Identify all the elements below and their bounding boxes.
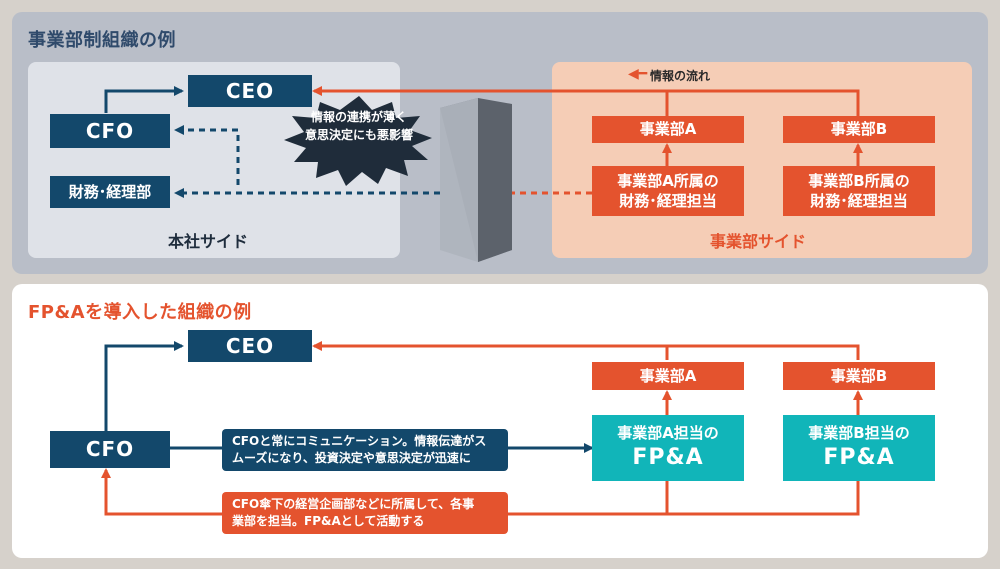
- fpa-b-title: FP&A: [823, 445, 895, 471]
- fpa-a-caption: 事業部A担当の: [617, 424, 719, 443]
- top-bu-a-finance-staff-box: 事業部A所属の 財務･経理担当: [592, 166, 744, 216]
- bottom-cfo-to-ceo-line: [104, 341, 184, 431]
- bottom-cfo-box: CFO: [50, 431, 170, 468]
- bottom-section-title: FP&Aを導入した組織の例: [28, 302, 252, 323]
- top-bu-b-finance-staff-box: 事業部B所属の 財務･経理担当: [783, 166, 935, 216]
- top-bu-to-ceo-line: [312, 86, 860, 116]
- bottom-bu-to-ceo-line: [312, 341, 860, 360]
- bottom-fpa-a-box: 事業部A担当の FP&A: [592, 415, 744, 481]
- top-cfo-to-ceo-line: [104, 86, 184, 113]
- top-finance-dept-box: 財務･経理部: [50, 176, 170, 208]
- bottom-bu-b-box: 事業部B: [783, 362, 935, 390]
- business-unit-side-label: 事業部サイド: [710, 232, 807, 251]
- flow-arrow-icon: ◀━: [628, 66, 648, 82]
- communication-gap-text: 情報の連携が薄く 意思決定にも悪影響: [304, 110, 413, 142]
- cfo-communication-note: CFOと常にコミュニケーション。情報伝達がス ムーズになり、投資決定や意思決定が…: [222, 429, 508, 471]
- communication-gap-burst: [284, 96, 432, 186]
- business-unit-side-area: [552, 62, 972, 258]
- fpa-role-note: CFO傘下の経営企画部などに所属して、各事 業部を担当。FP&Aとして活動する: [222, 492, 508, 534]
- top-bu-b-box: 事業部B: [783, 116, 935, 143]
- top-ceo-box: CEO: [188, 75, 312, 107]
- information-flow-label: 情報の流れ: [650, 69, 711, 83]
- bottom-fpa-b-box: 事業部B担当の FP&A: [783, 415, 935, 481]
- fpa-a-title: FP&A: [632, 445, 704, 471]
- bottom-fpa-to-cfo-loop: [665, 481, 860, 516]
- bottom-ceo-box: CEO: [188, 330, 312, 362]
- top-bu-a-box: 事業部A: [592, 116, 744, 143]
- bottom-bu-a-box: 事業部A: [592, 362, 744, 390]
- hq-side-label: 本社サイド: [168, 232, 249, 251]
- fpa-b-caption: 事業部B担当の: [808, 424, 910, 443]
- glass-wall-illustration: [440, 98, 512, 262]
- top-dashed-to-cfo-line: [174, 125, 240, 185]
- top-section-title: 事業部制組織の例: [28, 30, 176, 51]
- top-cfo-box: CFO: [50, 114, 170, 148]
